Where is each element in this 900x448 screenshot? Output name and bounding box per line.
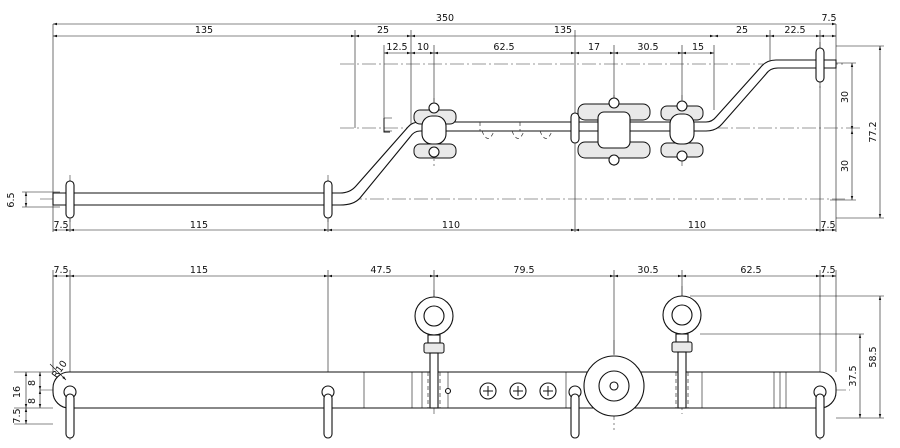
dim-sub-3: 17 bbox=[588, 42, 600, 53]
dim-bottom-0: 7.5 bbox=[53, 220, 68, 231]
dim-bottom-3: 110 bbox=[688, 220, 706, 231]
front-dim-top-0: 7.5 bbox=[53, 265, 68, 276]
bent-rod bbox=[52, 59, 837, 206]
dim-bottom-4: 7.5 bbox=[820, 220, 835, 231]
front-dim-top-2: 47.5 bbox=[370, 265, 391, 276]
front-dim-top-1: 115 bbox=[190, 265, 208, 276]
dim-top-2: 135 bbox=[554, 25, 572, 36]
dim-rod-thickness: 6.5 bbox=[6, 192, 17, 207]
front-dim-pin-length: 7.5 bbox=[12, 408, 23, 423]
dim-bottom-2: 110 bbox=[442, 220, 460, 231]
front-dim-lower-half: 8 bbox=[27, 398, 38, 404]
dim-overall-length: 350 bbox=[436, 13, 454, 24]
dim-top-0: 135 bbox=[195, 25, 213, 36]
front-view-extension-lines bbox=[14, 270, 884, 425]
top-view-dimension-texts: 350 135 25 135 25 22.5 7.5 12.5 10 62.5 … bbox=[6, 13, 879, 231]
front-view-pins bbox=[63, 385, 827, 439]
dim-right-0: 30 bbox=[840, 91, 851, 103]
dim-top-4: 22.5 bbox=[784, 25, 805, 36]
front-view-dimension-lines bbox=[24, 274, 882, 424]
dim-sub-1: 10 bbox=[417, 42, 429, 53]
front-dim-right-inner: 37.5 bbox=[848, 365, 859, 386]
front-dim-top-5: 62.5 bbox=[740, 265, 761, 276]
front-dim-top-6: 7.5 bbox=[820, 265, 835, 276]
front-view-eye-bolts bbox=[414, 295, 702, 409]
dim-right-1: 30 bbox=[840, 160, 851, 172]
dim-sub-0: 12.5 bbox=[386, 42, 407, 53]
top-view-clamps bbox=[413, 97, 704, 166]
top-view-dimension-lines bbox=[24, 22, 882, 232]
dim-total-height: 77.2 bbox=[868, 121, 879, 142]
front-dim-top-3: 79.5 bbox=[513, 265, 534, 276]
front-dim-right-outer: 58.5 bbox=[868, 346, 879, 367]
dim-bottom-1: 115 bbox=[190, 220, 208, 231]
dim-sub-4: 30.5 bbox=[637, 42, 658, 53]
front-dim-bar-height: 16 bbox=[12, 386, 23, 398]
front-view: 7.5 115 47.5 79.5 30.5 62.5 7.5 16 8 8 7… bbox=[12, 265, 884, 440]
dim-sub-5: 15 bbox=[692, 42, 704, 53]
front-main-bar bbox=[52, 371, 837, 409]
front-view-dimension-texts: 7.5 115 47.5 79.5 30.5 62.5 7.5 16 8 8 7… bbox=[12, 265, 879, 424]
dim-top-1: 25 bbox=[377, 25, 389, 36]
dim-sub-2: 62.5 bbox=[493, 42, 514, 53]
front-dim-upper-half: 8 bbox=[27, 380, 38, 386]
front-dim-top-4: 30.5 bbox=[637, 265, 658, 276]
top-view-pins bbox=[65, 47, 825, 219]
dim-top-3: 25 bbox=[736, 25, 748, 36]
top-view: 350 135 25 135 25 22.5 7.5 12.5 10 62.5 … bbox=[6, 13, 884, 232]
dim-top-5: 7.5 bbox=[821, 13, 836, 24]
front-view-round-knob bbox=[583, 355, 645, 417]
front-view-screws bbox=[444, 382, 557, 400]
